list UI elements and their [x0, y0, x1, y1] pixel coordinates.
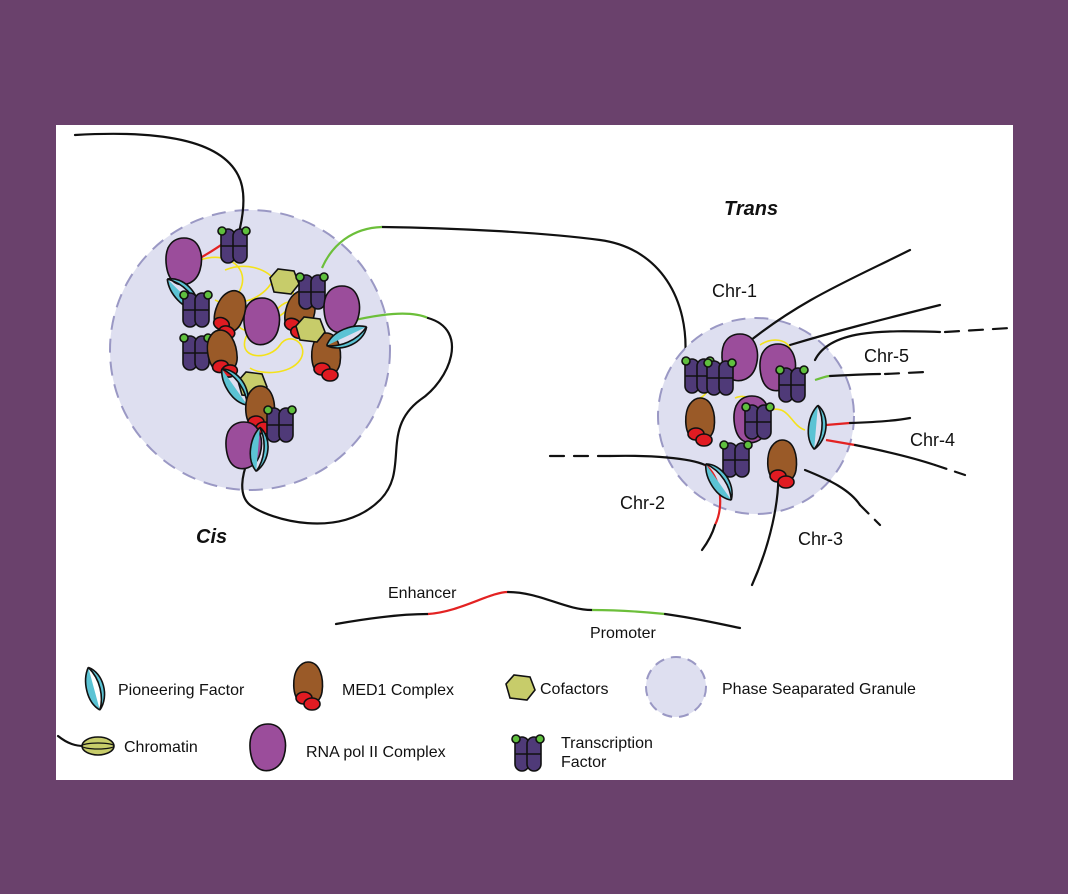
trans-med1-1	[684, 397, 716, 447]
legend: Pioneering Factor MED1 Complex Cofactors…	[56, 656, 916, 772]
chr2-dna-out	[700, 523, 717, 552]
chr3-label: Chr-3	[798, 529, 843, 549]
cis-tf-1	[218, 227, 250, 263]
legend-cofactors-label: Cofactors	[540, 681, 608, 698]
legend-rnapol-icon	[249, 723, 287, 772]
cis-rnapol-2	[243, 297, 281, 346]
chr4-dna	[848, 416, 912, 425]
cis-tf-5	[264, 406, 296, 442]
cis-dna-top	[73, 132, 245, 230]
trans-tf-3	[776, 366, 808, 402]
key-dna-left	[334, 612, 430, 626]
cis-cofactor-2	[295, 316, 326, 343]
chr5-dna-dashed-2	[883, 370, 927, 376]
cis-dna-loop	[241, 316, 454, 525]
cis-label: Cis	[196, 526, 227, 548]
legend-granule-icon	[645, 656, 707, 718]
key-dna-middle	[506, 590, 594, 612]
enhancer-promoter-key: Enhancer Promoter	[334, 585, 742, 642]
legend-tf-label-line2: Factor	[561, 754, 607, 771]
chr5-dna-out	[828, 372, 882, 378]
chr4-dna-2	[853, 443, 937, 467]
trans-label: Trans	[724, 198, 778, 220]
chr4-dna-dashed	[933, 463, 967, 477]
chr1-dna-a	[743, 248, 912, 347]
key-dna-right	[663, 612, 742, 630]
trans-med1-2	[766, 439, 798, 489]
chr1-label: Chr-1	[712, 281, 757, 301]
chr4-enhancer	[825, 421, 851, 427]
chr1-dna-b	[788, 303, 942, 347]
chr4-label: Chr-4	[910, 430, 955, 450]
chr5-dna	[813, 330, 942, 362]
key-enhancer-segment	[427, 590, 509, 616]
chr3-dna-b	[803, 468, 862, 507]
cis-rnapol-1	[165, 237, 203, 286]
legend-tf-icon	[512, 735, 544, 771]
legend-cofactors-icon	[505, 674, 536, 701]
cis-promoter-1	[320, 225, 383, 269]
chr4-enhancer-2	[825, 438, 856, 447]
chr3-dna-dashed	[858, 503, 882, 527]
trans-tf-2	[704, 359, 736, 395]
promoter-label: Promoter	[590, 625, 656, 642]
cis-cluster	[73, 132, 687, 525]
legend-rnapol-label: RNA pol II Complex	[306, 744, 446, 761]
legend-pioneering-factor-label: Pioneering Factor	[118, 682, 245, 699]
legend-granule-label: Phase Seaparated Granule	[722, 681, 916, 698]
trans-tf-5	[720, 441, 752, 477]
legend-med1-label: MED1 Complex	[342, 682, 454, 699]
legend-med1-icon	[292, 661, 324, 711]
chr5-label: Chr-5	[864, 346, 909, 366]
chr5-dna-dashed	[943, 326, 1012, 334]
legend-chromatin-icon	[56, 734, 115, 756]
trans-cluster	[548, 248, 1012, 587]
cis-cofactor-1	[269, 268, 300, 295]
cis-to-trans-dna	[380, 225, 687, 362]
key-promoter-segment	[591, 608, 666, 616]
legend-chromatin-label: Chromatin	[124, 739, 198, 756]
cis-tf-4	[296, 273, 328, 309]
chr2-dna	[608, 454, 707, 467]
chr2-label: Chr-2	[620, 493, 665, 513]
enhancer-label: Enhancer	[388, 585, 457, 602]
legend-tf-label-line1: Transcription	[561, 735, 653, 752]
cis-tf-2	[180, 291, 212, 327]
trans-tf-4	[742, 403, 774, 439]
